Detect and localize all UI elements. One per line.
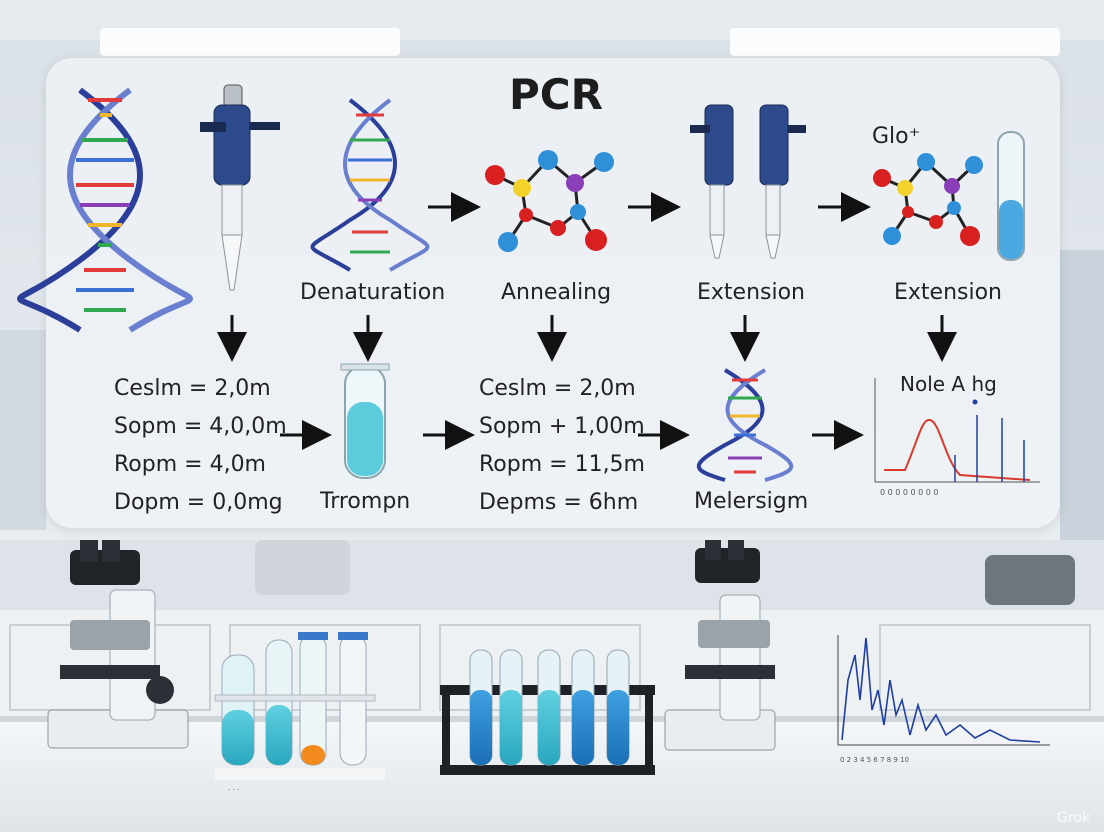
equation-line: Dopm = 0,0mg [114, 484, 287, 522]
equation-line: Ceslm = 2,0m [114, 370, 287, 408]
step-label-extension: Extension [697, 280, 805, 305]
svg-text:0 0 0 0 0 0 0: 0 0 0 0 0 0 0 0 [880, 488, 939, 497]
molecule-annealing-icon [485, 150, 614, 252]
dna-helix-large-icon [20, 90, 190, 330]
molecule-extension-icon [873, 153, 983, 246]
equation-line: Ropm = 11,5m [479, 446, 645, 484]
tube-rack-icon [440, 650, 655, 775]
bench-equipment: · · · 0 2 3 4 5 6 7 8 9 10 [0, 540, 1104, 832]
bench-line-chart: 0 2 3 4 5 6 7 8 9 10 [838, 635, 1050, 764]
equation-line: Ceslm = 2,0m [479, 370, 645, 408]
equation-line: Sopm = 4,0,0m [114, 408, 287, 446]
equation-line: Sopm + 1,00m [479, 408, 645, 446]
tube-liquid-icon [341, 364, 389, 478]
svg-text:· · ·: · · · [228, 786, 239, 794]
dna-label: Melersigm [694, 489, 808, 514]
tube-label: Trrompn [320, 489, 410, 514]
equation-line: Ropm = 4,0m [114, 446, 287, 484]
test-tubes-left-icon: · · · [215, 632, 385, 794]
equation-group-middle: Ceslm = 2,0m Sopm + 1,00m Ropm = 11,5m D… [479, 370, 645, 522]
pipettes-extension-icon [690, 105, 806, 258]
graph-title: Nole A hg [900, 372, 997, 396]
glo-label: Glo⁺ [872, 124, 920, 149]
pipette-icon [200, 85, 280, 290]
microscope-left-icon [48, 540, 188, 748]
microscope-right-icon [665, 540, 775, 750]
equation-line: Depms = 6hm [479, 484, 645, 522]
svg-text:0 2 3 4 5 6 7 8 9 10: 0 2 3 4 5 6 7 8 9 10 [840, 756, 909, 764]
step-label-denaturation: Denaturation [300, 280, 445, 305]
step-label-extension: Extension [894, 280, 1002, 305]
step-label-annealing: Annealing [501, 280, 611, 305]
page-title: PCR [509, 70, 603, 119]
dna-helix-denaturation-icon [313, 100, 428, 270]
test-tube-icon [998, 132, 1024, 260]
equation-group-left: Ceslm = 2,0m Sopm = 4,0,0m Ropm = 4,0m D… [114, 370, 287, 522]
watermark: Grok [1057, 810, 1090, 826]
dna-helix-small-icon [699, 370, 792, 480]
